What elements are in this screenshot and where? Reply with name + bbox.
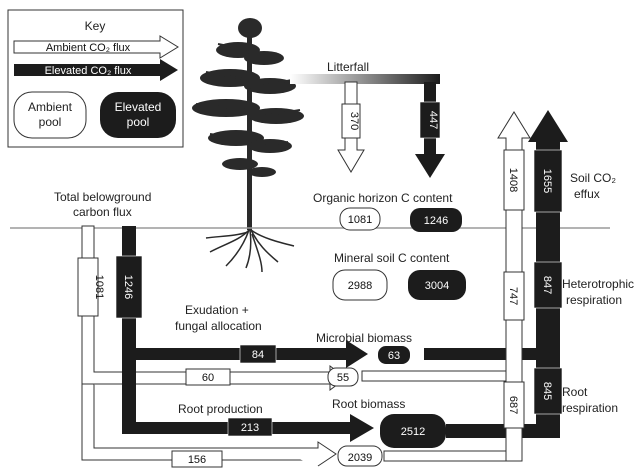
root-production-ambient-label-box: 156 — [171, 450, 223, 468]
organic-elevated-pool — [410, 208, 462, 232]
root-biomass-ambient-value: 2039 — [348, 452, 372, 464]
heterotrophic-label-line1: Heterotrophic — [562, 277, 634, 291]
root-resp-ambient-value: 687 — [507, 396, 519, 414]
root-resp-label-line2: respiration — [562, 401, 618, 415]
mineral-ambient-value: 2988 — [348, 280, 372, 292]
litterfall-ambient-value: 370 — [348, 112, 360, 130]
key-ambient-flux-label: Ambient CO₂ flux — [46, 42, 131, 54]
mineral-soil-pools: Mineral soil C content 2988 3004 — [332, 251, 466, 301]
key-box: Key Ambient CO₂ flux Elevated CO₂ flux A… — [7, 9, 184, 148]
root-resp-elevated-value: 845 — [541, 382, 553, 400]
litterfall-flux: Litterfall 370 447 — [290, 60, 445, 178]
total-belowground-flux: Total belowground carbon flux 1081 1246 — [54, 190, 347, 467]
soil-efflux-ambient-column: 1408 747 687 — [497, 111, 531, 462]
root-production-label: Root production — [178, 402, 263, 416]
microbial-elevated-value: 63 — [388, 350, 400, 362]
litterfall-label: Litterfall — [327, 60, 369, 74]
organic-horizon-pools: Organic horizon C content 1081 1246 — [313, 191, 462, 232]
organic-ambient-pool — [339, 207, 381, 231]
tbcf-elevated-value: 1246 — [122, 275, 134, 299]
exudation-label-line1: Exudation + — [185, 303, 249, 317]
soil-co2-label-line1: Soil CO₂ — [570, 171, 616, 185]
organic-elevated-value: 1246 — [424, 215, 448, 227]
key-elevated-pool-line1: Elevated — [115, 100, 162, 114]
microbial-ambient-pool — [327, 367, 359, 387]
microbial-biomass-pools: Microbial biomass 63 55 — [316, 331, 542, 387]
soil-efflux-elevated-column: 1655 847 845 — [528, 110, 568, 438]
key-ambient-flux-arrow: Ambient CO₂ flux — [13, 35, 179, 59]
heterotrophic-label-line2: respiration — [566, 293, 622, 307]
exudation-ambient-value: 60 — [202, 372, 214, 384]
microbial-ambient-value: 55 — [337, 372, 349, 384]
root-biomass-elevated-pool — [380, 414, 446, 448]
mineral-elevated-pool — [408, 270, 466, 300]
organic-horizon-label: Organic horizon C content — [313, 191, 453, 205]
hetero-ambient-value: 747 — [507, 287, 519, 305]
mineral-elevated-value: 3004 — [425, 280, 449, 292]
root-resp-label-line1: Root — [562, 385, 588, 399]
root-biomass-label: Root biomass — [332, 397, 405, 411]
root-biomass-ambient-pool — [337, 445, 383, 467]
mineral-soil-label: Mineral soil C content — [334, 251, 450, 265]
tbcf-label-line1: Total belowground — [54, 190, 151, 204]
right-side-labels: Soil CO₂ effux Heterotrophic respiration… — [562, 171, 634, 415]
root-biomass-pools: Root biomass 2512 2039 — [332, 397, 536, 467]
mineral-ambient-pool — [332, 269, 388, 301]
exudation-elevated-arrow: 84 — [136, 340, 368, 368]
soil-efflux-ambient-value: 1408 — [507, 168, 519, 192]
exudation-flux: Exudation + fungal allocation 84 60 — [136, 303, 368, 386]
root-biomass-elevated-value: 2512 — [401, 426, 425, 438]
root-production-flux: Root production 213 156 — [122, 402, 374, 468]
key-ambient-pool-line1: Ambient — [28, 100, 73, 114]
exudation-label-line2: fungal allocation — [175, 319, 262, 333]
root-production-elevated-value: 213 — [241, 422, 259, 434]
hetero-elevated-value: 847 — [541, 276, 553, 294]
tbcf-elevated-pipe: 1246 — [115, 226, 143, 426]
litterfall-ambient-arrow: 370 — [337, 81, 365, 173]
key-elevated-pool: Elevated pool — [100, 92, 176, 138]
exudation-ambient-label-box: 60 — [185, 368, 231, 386]
key-ambient-pool-line2: pool — [39, 115, 62, 129]
tbcf-ambient-value: 1081 — [93, 275, 105, 299]
litterfall-elevated-arrow: 447 — [415, 82, 445, 178]
microbial-elevated-pool — [378, 346, 410, 364]
key-elevated-pool-line2: pool — [127, 115, 150, 129]
litterfall-elevated-value: 447 — [427, 111, 439, 129]
exudation-elevated-value: 84 — [252, 349, 264, 361]
pine-tree-illustration — [192, 18, 304, 273]
key-elevated-flux-arrow: Elevated CO₂ flux — [14, 59, 178, 81]
key-title: Key — [85, 19, 106, 33]
key-ambient-pool: Ambient pool — [13, 91, 87, 139]
tbcf-label-line2: carbon flux — [73, 205, 132, 219]
soil-efflux-elevated-value: 1655 — [541, 169, 553, 193]
root-production-ambient-value: 156 — [188, 454, 206, 466]
organic-ambient-value: 1081 — [348, 214, 372, 226]
microbial-biomass-label: Microbial biomass — [316, 331, 412, 345]
key-elevated-flux-label: Elevated CO₂ flux — [45, 65, 132, 77]
soil-co2-label-line2: effux — [574, 187, 600, 201]
root-production-elevated-arrow: 213 — [122, 414, 374, 442]
